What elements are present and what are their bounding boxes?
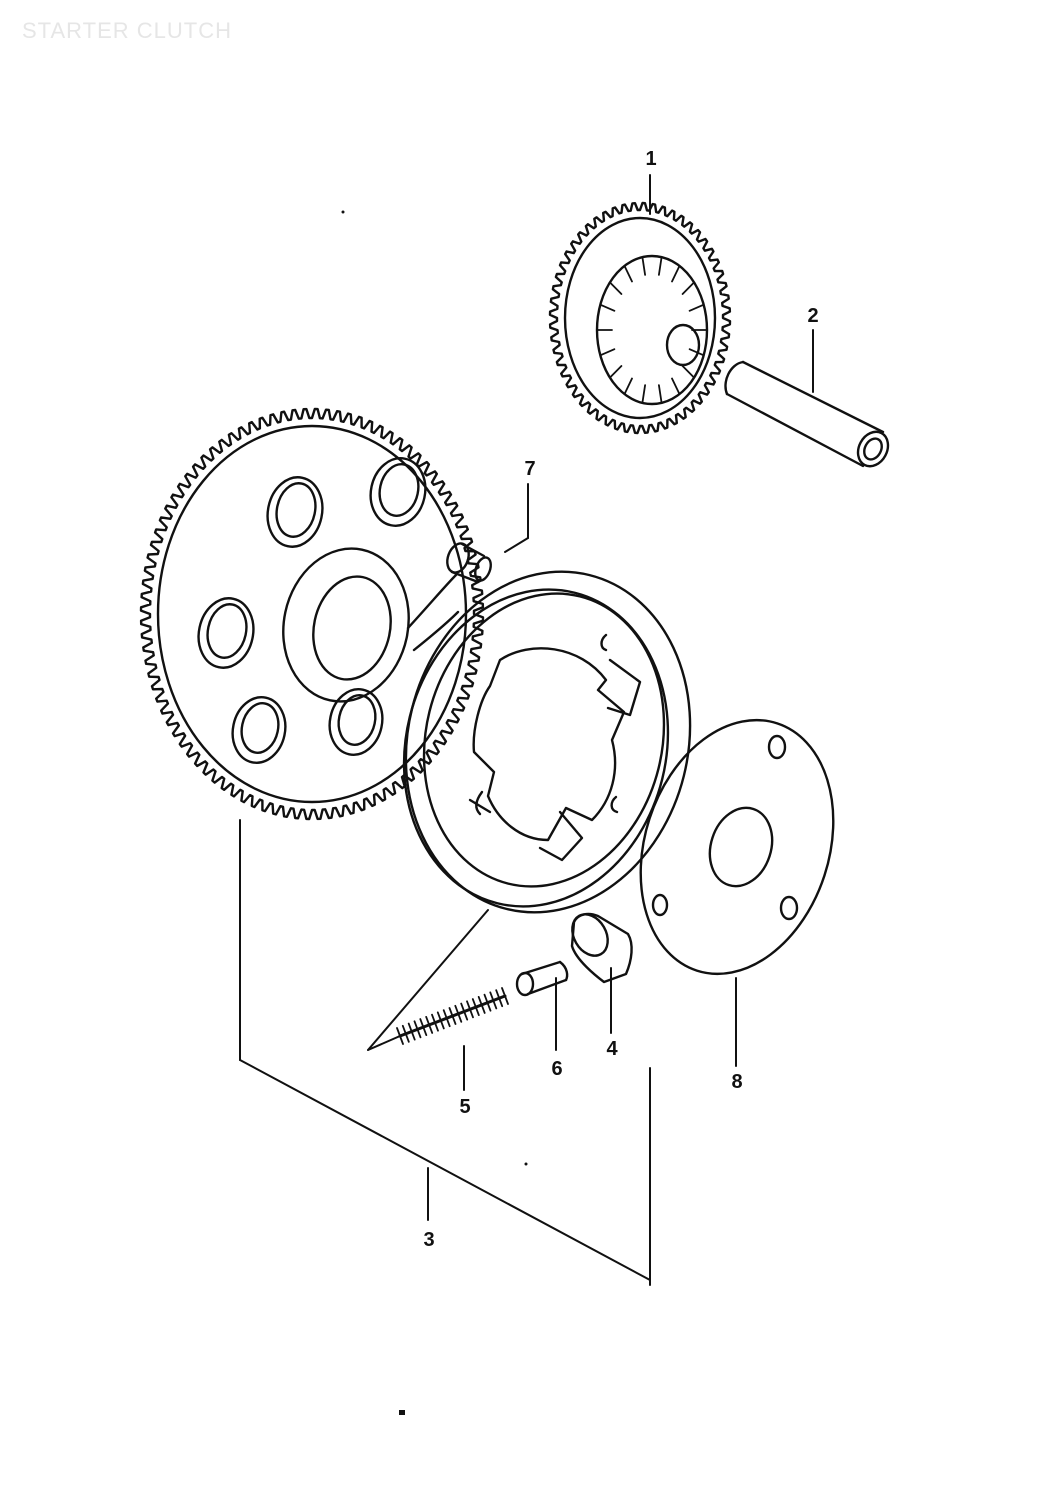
leader-lines	[239, 174, 814, 1286]
callout-3: 3	[423, 1229, 434, 1251]
part-2-shaft	[724, 360, 890, 468]
callout-5: 5	[459, 1096, 470, 1118]
gear-hole	[197, 597, 255, 669]
idle-gear-rim	[563, 216, 717, 420]
part-8-plate	[639, 718, 835, 976]
driven-gear-teeth	[139, 407, 485, 821]
callout-1: 1	[645, 148, 656, 170]
callout-4: 4	[606, 1038, 618, 1060]
part-6-roller-pin	[515, 960, 569, 997]
part-7-pin	[446, 542, 492, 584]
gear-hub-bore	[312, 575, 392, 681]
part-4-roller	[570, 912, 633, 984]
starter-clutch-body	[402, 570, 692, 914]
callout-8: 8	[731, 1071, 742, 1093]
callout-7: 7	[524, 458, 535, 480]
gear-hole	[369, 457, 427, 527]
part-3-starter-driven-gear	[139, 407, 485, 821]
clutch-center-opening	[472, 647, 626, 842]
plate-hole	[767, 734, 787, 760]
callout-6: 6	[551, 1058, 562, 1080]
diagram-title: STARTER CLUTCH	[22, 18, 232, 43]
gear-hub-boss	[282, 547, 410, 703]
idle-gear-bore	[665, 323, 701, 367]
part-1-idle-gear	[548, 201, 732, 435]
callout-2: 2	[807, 305, 818, 327]
gear-hole	[328, 688, 384, 756]
plate-hole	[651, 893, 669, 917]
idle-gear-teeth	[548, 201, 732, 435]
plate-center-hole	[708, 806, 774, 888]
idle-gear-splines	[596, 256, 708, 404]
gear-hole	[266, 476, 324, 548]
gear-hole	[231, 696, 287, 764]
shaft-end	[856, 430, 890, 468]
idle-gear-hub	[595, 254, 709, 406]
clutch-inner-rim	[422, 592, 666, 888]
plate-outer	[639, 718, 835, 976]
shaft-bore	[863, 437, 883, 461]
plate-hole	[779, 895, 799, 921]
